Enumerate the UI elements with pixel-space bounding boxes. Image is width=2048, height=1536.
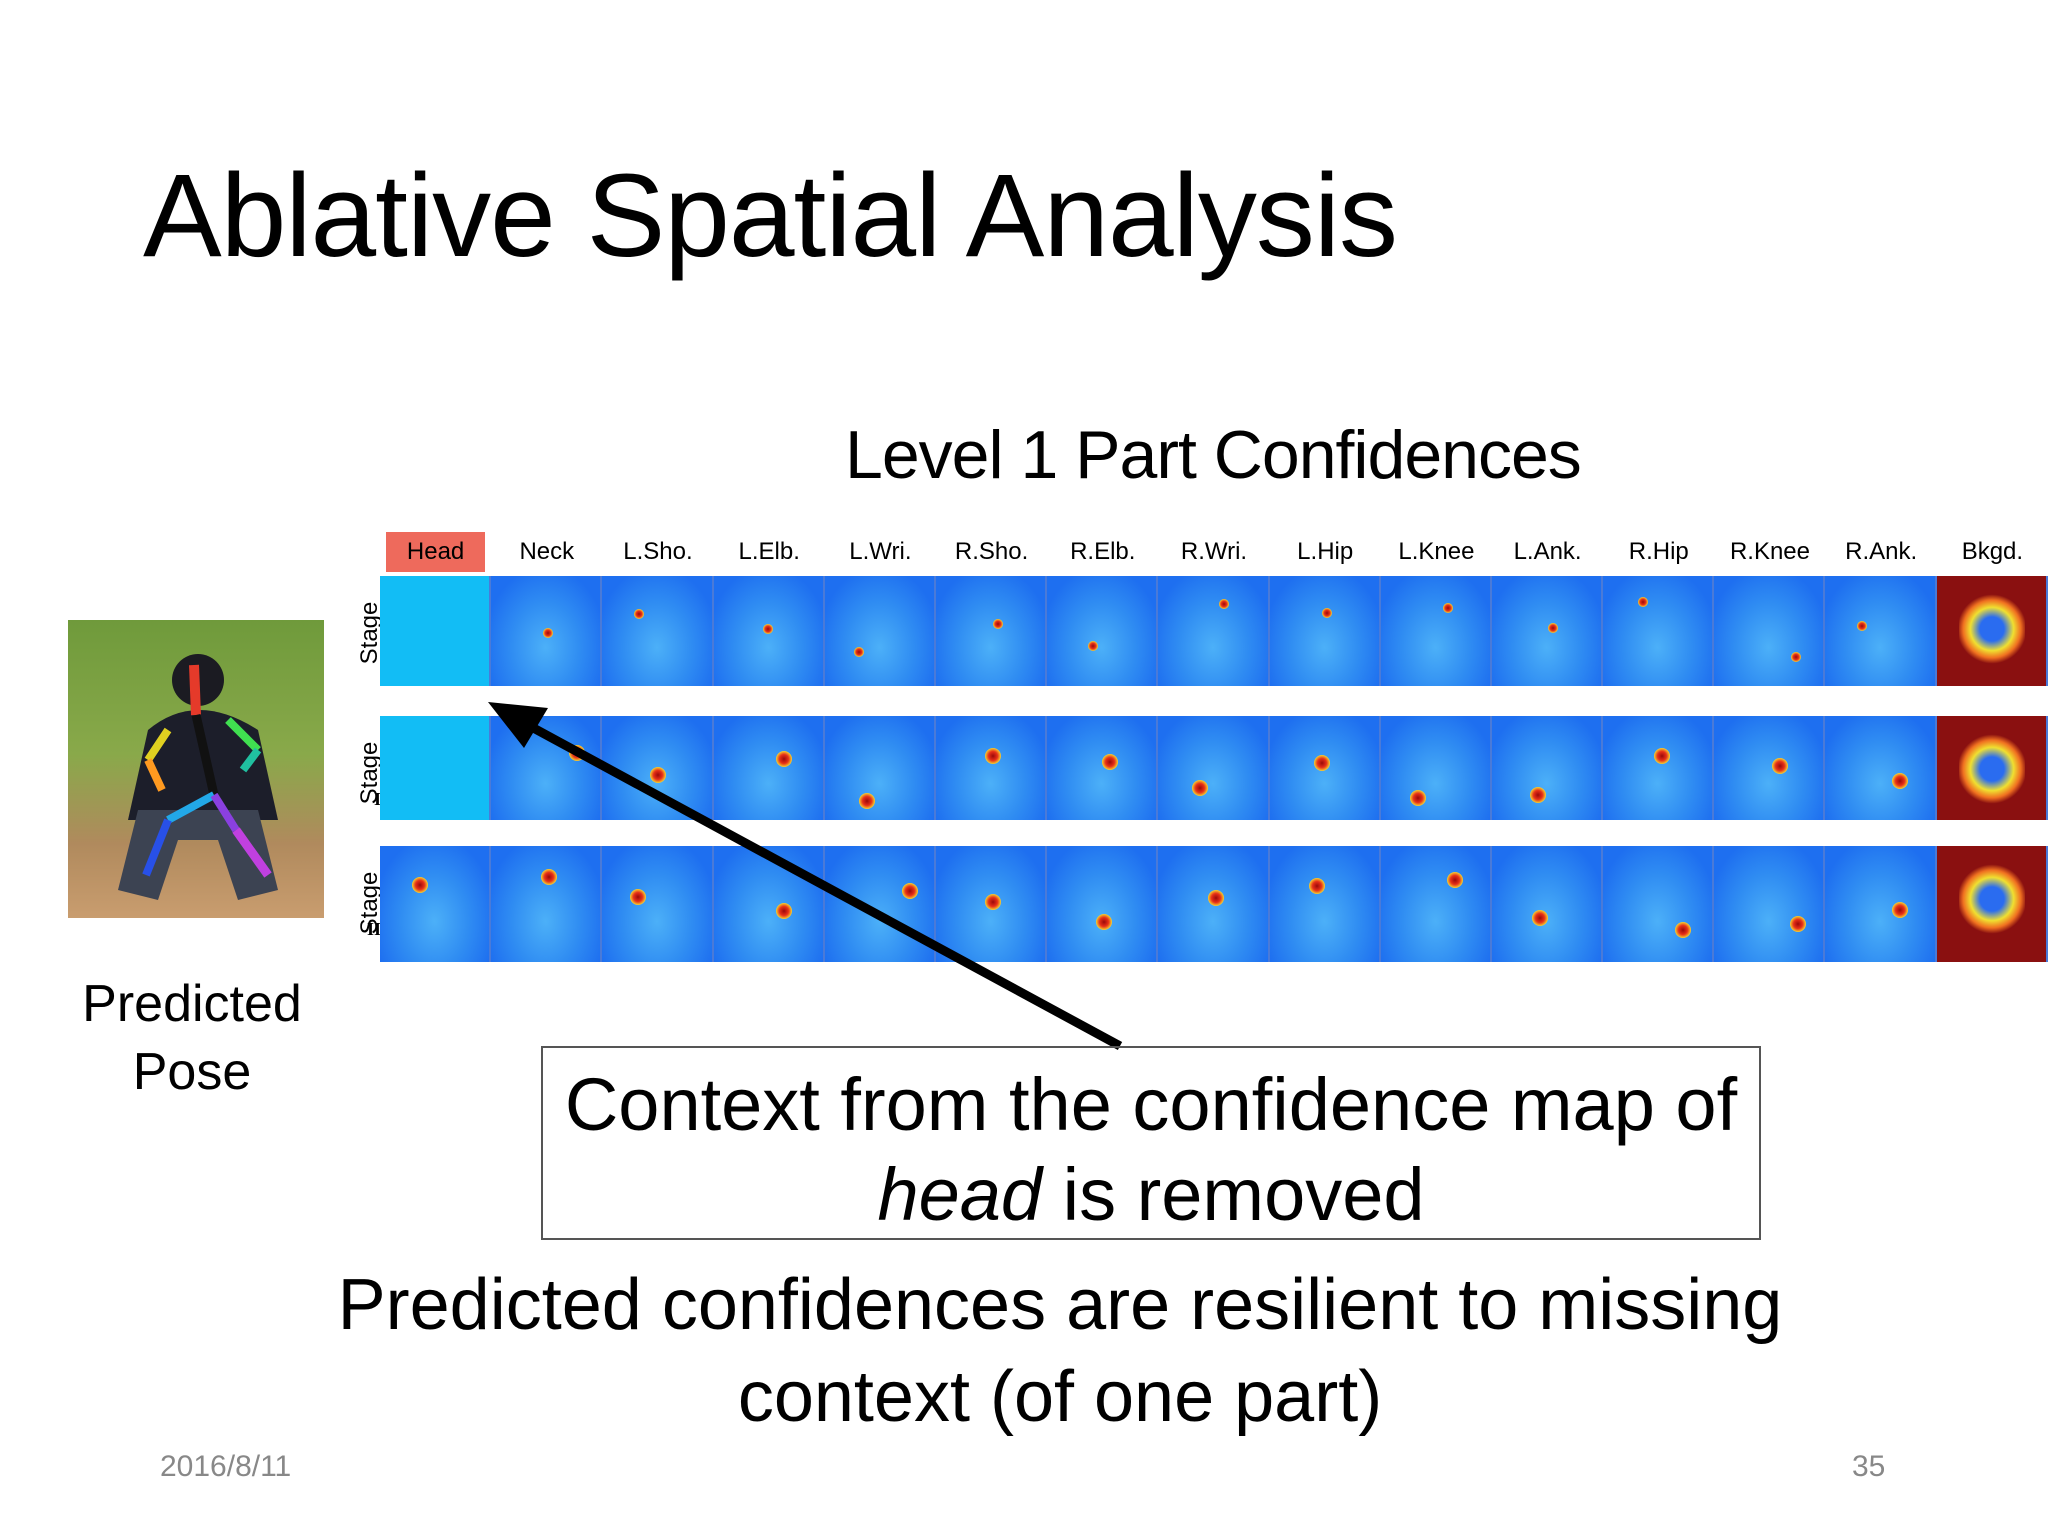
part-label-rwri: R.Wri. (1180, 538, 1248, 565)
heatmap-cell-rknee (1714, 716, 1826, 820)
pose-skeleton-graphic (118, 654, 278, 900)
heatmap-cell-rank (1825, 716, 1937, 820)
heatmap-cell-lhip (1269, 576, 1381, 686)
part-label-lwri: L.Wri. (849, 538, 912, 565)
heatmap-cell-lsho (602, 846, 714, 962)
heatmap-cell-lelb (713, 846, 825, 962)
heatmap-cell-lelb (713, 716, 825, 820)
part-label-lhip: L.Hip (1297, 538, 1354, 565)
heatmap-cell-rwri (1158, 846, 1270, 962)
heatmap-cell-lknee (1380, 576, 1492, 686)
heatmap-cell-lsho (602, 716, 714, 820)
part-label-head: Head (386, 532, 486, 572)
heatmap-cell-rsho (935, 716, 1048, 820)
heatmap-cell-relb (1047, 846, 1159, 962)
conclusion-line-1: Predicted confidences are resilient to m… (337, 1265, 1783, 1345)
heatmap-row-stage-1 (380, 576, 2048, 686)
heatmap-cell-relb (1047, 716, 1159, 820)
heatmap-cell-lknee (1380, 846, 1492, 962)
heatmap-row-stage-3 (380, 846, 2048, 962)
heatmap-cell-rsho (935, 576, 1048, 686)
predicted-pose-label: Predicted Pose (72, 970, 312, 1106)
heatmap-cell-rsho (935, 846, 1048, 962)
heatmap-cell-rank (1825, 576, 1937, 686)
predicted-pose-line1: Predicted (82, 975, 302, 1033)
callout-italic-word: head (877, 1153, 1043, 1236)
predicted-pose-line2: Pose (132, 1043, 252, 1101)
part-label-rhip: R.Hip (1628, 538, 1689, 565)
heatmap-cell-rknee (1714, 576, 1826, 686)
heatmap-cell-lwri (824, 576, 936, 686)
heatmap-cell-rhip (1603, 576, 1715, 686)
part-label-relb: R.Elb. (1070, 538, 1136, 565)
part-label-rsho: R.Sho. (954, 538, 1029, 565)
part-label-bkgd: Bkgd. (1961, 538, 2024, 565)
heatmap-cell-lank (1491, 846, 1604, 962)
heatmap-cell-rwri (1158, 716, 1270, 820)
heatmap-cell-lwri (824, 716, 936, 820)
heatmap-cell-bkgd (1936, 846, 2048, 962)
heatmap-cell-head (380, 846, 492, 962)
conclusion-line-2: context (of one part) (737, 1357, 1383, 1437)
predicted-pose-image (68, 620, 324, 918)
heatmap-cell-neck (491, 846, 603, 962)
heatmap-cell-bkgd (1936, 716, 2048, 820)
callout-line-1: Context from the confidence map of (564, 1063, 1738, 1146)
heatmap-cell-lank (1491, 716, 1604, 820)
callout-line-2: head is removed (543, 1150, 1759, 1240)
heatmap-cell-rhip (1603, 716, 1715, 820)
heatmap-cell-rhip (1603, 846, 1715, 962)
heatmap-cell-lhip (1269, 716, 1381, 820)
slide-number: 35 (1852, 1450, 1886, 1483)
part-label-lank: L.Ank. (1513, 538, 1582, 565)
part-label-lsho: L.Sho. (623, 538, 693, 565)
callout-line-2-rest: is removed (1042, 1153, 1425, 1236)
heatmap-cell-lhip (1269, 846, 1381, 962)
heatmap-cell-lwri (824, 846, 936, 962)
heatmap-cell-lelb (713, 576, 825, 686)
part-label-lknee: L.Knee (1398, 538, 1475, 565)
heatmap-cell-lsho (602, 576, 714, 686)
heatmap-cell-head (380, 716, 492, 820)
heatmap-cell-head (380, 576, 492, 686)
figure-subtitle: Level 1 Part Confidences (845, 417, 1582, 493)
heatmap-cell-bkgd (1936, 576, 2048, 686)
part-label-lelb: L.Elb. (738, 538, 800, 565)
part-label-rknee: R.Knee (1729, 538, 1811, 565)
part-label-neck: Neck (519, 538, 575, 565)
heatmap-cell-lknee (1380, 716, 1492, 820)
heatmap-cell-neck (491, 576, 603, 686)
heatmap-cell-relb (1047, 576, 1159, 686)
heatmap-cell-rwri (1158, 576, 1270, 686)
heatmap-cell-lank (1491, 576, 1604, 686)
footer-date: 2016/8/11 (160, 1450, 292, 1483)
part-label-rank: R.Ank. (1845, 538, 1918, 565)
callout-box: Context from the confidence map of head … (541, 1046, 1761, 1240)
heatmap-cell-rank (1825, 846, 1937, 962)
slide-title: Ablative Spatial Analysis (143, 150, 1398, 282)
heatmap-cell-rknee (1714, 846, 1826, 962)
